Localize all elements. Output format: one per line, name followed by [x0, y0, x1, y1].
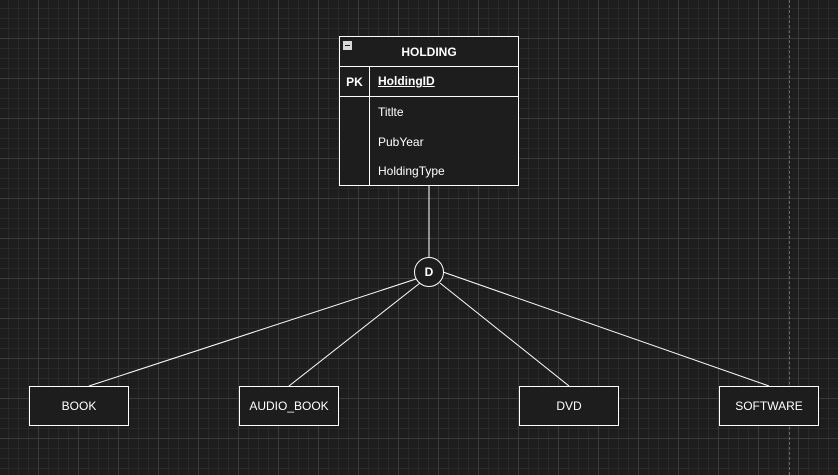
entity-dvd[interactable]: DVD: [519, 386, 619, 426]
table-title: HOLDING: [401, 44, 457, 59]
holding-entity-table[interactable]: HOLDING PK HoldingID Titlte PubYear Hold…: [339, 36, 519, 186]
pk-label: PK: [340, 67, 370, 96]
disjoint-to-dvd-connector[interactable]: [439, 282, 570, 387]
primary-key-row[interactable]: PK HoldingID: [340, 67, 518, 97]
disjoint-specialization-circle[interactable]: D: [414, 257, 444, 287]
disjoint-to-book-connector[interactable]: [88, 278, 417, 387]
attribute-title[interactable]: Titlte: [378, 105, 404, 119]
entity-audio-book[interactable]: AUDIO_BOOK: [239, 386, 339, 426]
attribute-key-column: [340, 97, 370, 185]
collapse-minus-icon[interactable]: [343, 41, 352, 50]
entity-book[interactable]: BOOK: [29, 386, 129, 426]
entity-software[interactable]: SOFTWARE: [719, 386, 819, 426]
page-boundary-line: [789, 0, 790, 475]
table-header[interactable]: HOLDING: [340, 37, 518, 67]
attribute-pubyear[interactable]: PubYear: [378, 135, 424, 149]
disjoint-to-software-connector[interactable]: [442, 271, 770, 387]
attribute-holdingtype[interactable]: HoldingType: [378, 164, 445, 178]
pk-field-name: HoldingID: [378, 74, 435, 88]
disjoint-to-audio-book-connector[interactable]: [288, 282, 421, 387]
attribute-list[interactable]: Titlte PubYear HoldingType: [340, 97, 518, 185]
